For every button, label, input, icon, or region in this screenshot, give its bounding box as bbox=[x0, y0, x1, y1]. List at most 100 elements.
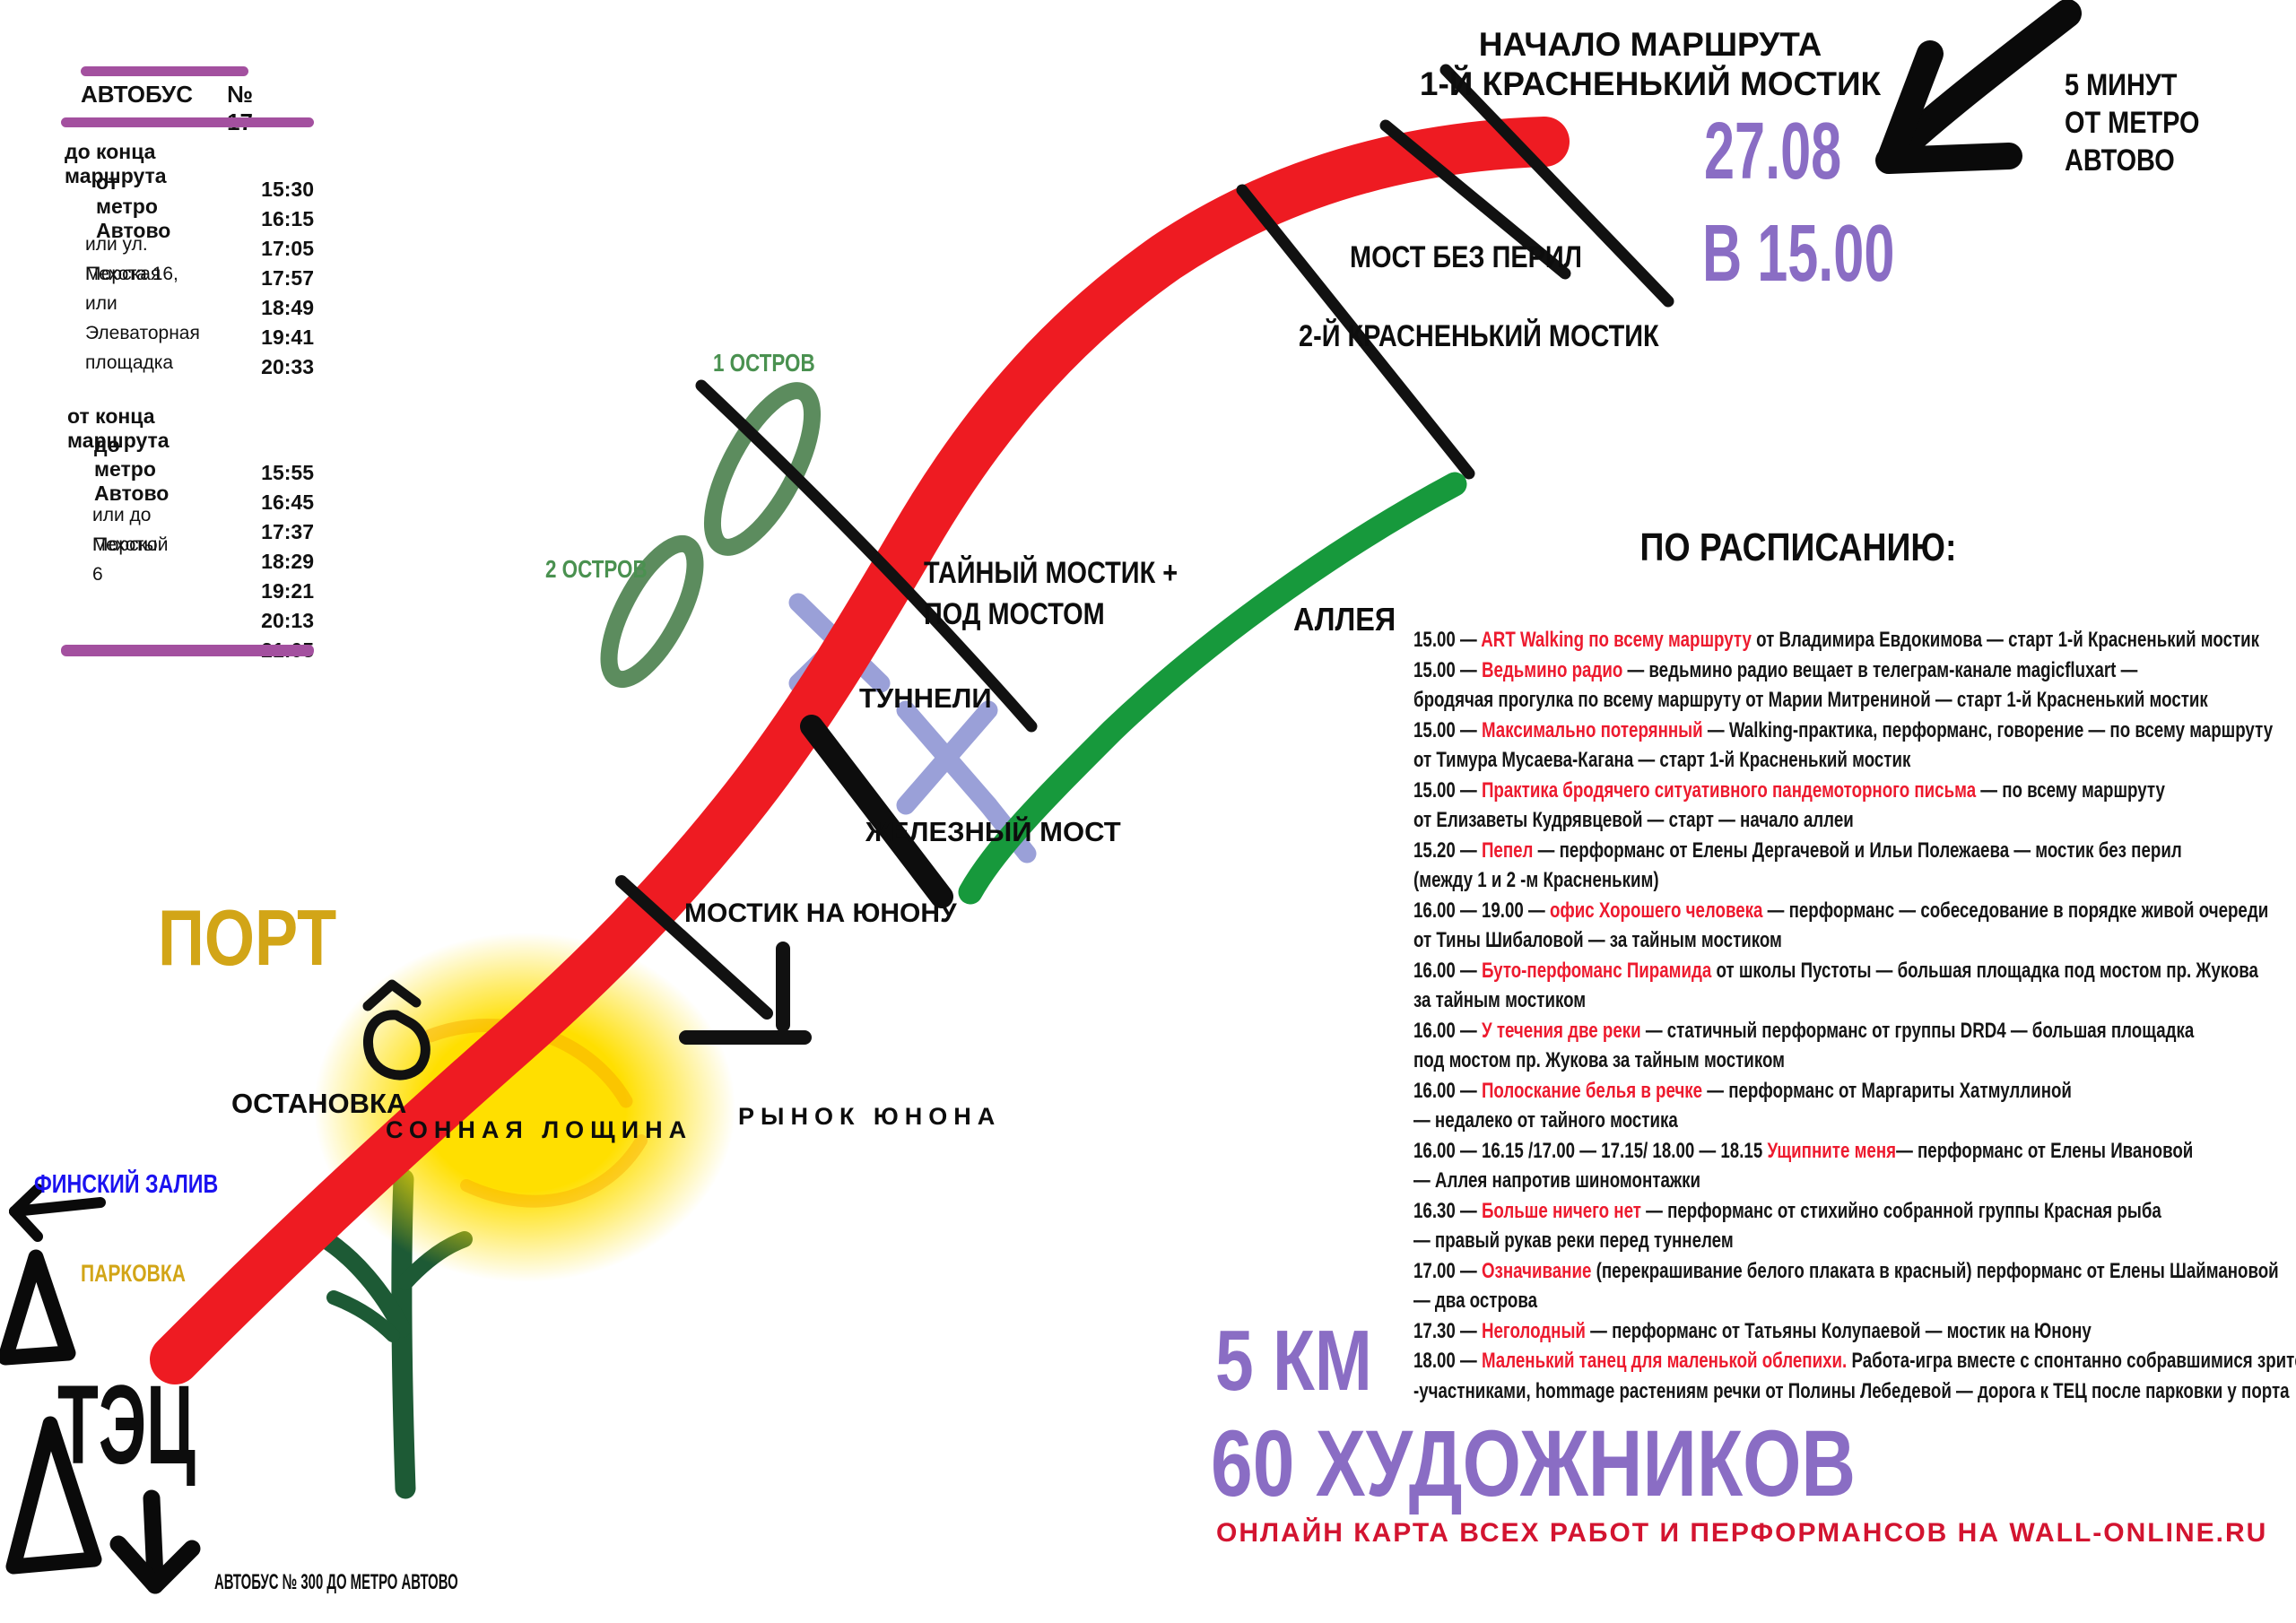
schedule-line: 15.20 — Пепел — перформанс от Елены Дерг… bbox=[1413, 836, 2296, 866]
route-line bbox=[150, 117, 1570, 1384]
bus-stop-label: или ул. Морская bbox=[85, 234, 161, 284]
bus-time: 16:15 bbox=[261, 207, 314, 230]
label-market: РЫНОК ЮНОНА bbox=[738, 1103, 1002, 1130]
event-title: Максимально потерянный bbox=[1481, 717, 1708, 742]
event-time: В 15.00 bbox=[1702, 209, 1895, 299]
schedule-line: 16.00 — Полоскание белья в речке — перфо… bbox=[1413, 1076, 2296, 1107]
schedule-line: 16.00 — 16.15 /17.00 — 17.15/ 18.00 — 18… bbox=[1413, 1136, 2296, 1167]
event-text: под мостом пр. Жукова за тайным мостиком bbox=[1413, 1048, 1785, 1072]
label-port: ПОРТ bbox=[158, 893, 337, 982]
distance-note: 5 КМ bbox=[1215, 1313, 1372, 1409]
event-text: (между 1 и 2 -м Красненьким) bbox=[1413, 868, 1659, 892]
event-text: 15.00 — bbox=[1413, 717, 1482, 742]
label-secret-bridge-line1: ТАЙНЫЙ МОСТИК + bbox=[924, 556, 1178, 590]
label-iron-bridge: ЖЕЛЕЗНЫЙ МОСТ bbox=[865, 816, 1121, 847]
schedule-line: — правый рукав реки перед туннелем bbox=[1413, 1226, 2296, 1256]
label-no-rails-bridge: МОСТ БЕЗ ПЕРИЛ bbox=[1350, 240, 1582, 274]
event-title: У течения две реки bbox=[1481, 1018, 1646, 1043]
event-title: Неголодный bbox=[1481, 1318, 1591, 1343]
label-second-bridge: 2-Й КРАСНЕНЬКИЙ МОСТИК bbox=[1299, 319, 1659, 353]
schedule-heading: ПО РАСПИСАНИЮ: bbox=[1639, 525, 1957, 569]
metro-note: 5 МИНУТ ОТ МЕТРО АВТОВО bbox=[2065, 66, 2200, 179]
label-island1: 1 ОСТРОВ bbox=[713, 349, 815, 377]
bus-title: АВТОБУС № 17 bbox=[81, 81, 253, 136]
event-text: 16.00 — 16.15 /17.00 — 17.15/ 18.00 — 18… bbox=[1413, 1138, 1768, 1163]
event-text: — правый рукав реки перед туннелем bbox=[1413, 1228, 1734, 1253]
event-text: 16.00 — bbox=[1413, 1078, 1482, 1103]
event-text: (перекрашивание белого плаката в красный… bbox=[1596, 1258, 2279, 1283]
bus-time: 17:57 bbox=[261, 266, 314, 290]
event-text: — два острова bbox=[1413, 1289, 1537, 1313]
event-text: 16.00 — 19.00 — bbox=[1413, 898, 1550, 923]
event-text: — Аллея напротив шиномонтажки bbox=[1413, 1168, 1701, 1193]
event-title: ART Walking по всему маршруту bbox=[1481, 628, 1757, 652]
island-ellipses bbox=[600, 382, 822, 689]
event-text: — перформанс от стихийно собранной групп… bbox=[1646, 1198, 2161, 1223]
event-text: 15.00 — bbox=[1413, 657, 1482, 682]
label-bay: ФИНСКИЙ ЗАЛИВ bbox=[34, 1170, 219, 1199]
schedule-line: под мостом пр. Жукова за тайным мостиком bbox=[1413, 1046, 2296, 1076]
event-title: Буто-перфоманс Пирамида bbox=[1481, 958, 1717, 983]
label-bus300: АВТОБУС № 300 ДО МЕТРО АВТОВО bbox=[214, 1570, 458, 1594]
schedule-line: 17.30 — Неголодный — перформанс от Татья… bbox=[1413, 1316, 2296, 1347]
event-text: бродячая прогулка по всему маршруту от М… bbox=[1413, 688, 2208, 712]
bus-stop-label: Пехоты 6 bbox=[92, 534, 158, 585]
market-corner-icon bbox=[679, 942, 812, 1045]
bus-title-word: АВТОБУС bbox=[81, 81, 194, 108]
schedule-line: 15.00 — Практика бродячего ситуативного … bbox=[1413, 776, 2296, 806]
event-text: 17.00 — bbox=[1413, 1258, 1482, 1283]
event-date: 27.08 bbox=[1704, 107, 1842, 196]
event-text: 15.00 — bbox=[1413, 777, 1482, 803]
bus-time: 19:21 bbox=[261, 579, 314, 603]
event-title: Означивание bbox=[1481, 1258, 1596, 1283]
event-title: Пепел bbox=[1481, 838, 1538, 863]
panel-bar-top bbox=[81, 66, 248, 76]
schedule-line: от Тины Шибаловой — за тайным мостиком bbox=[1413, 925, 2296, 956]
event-text: 15.20 — bbox=[1413, 838, 1482, 863]
schedule-line: от Елизаветы Кудрявцевой — старт — начал… bbox=[1413, 805, 2296, 836]
event-text: 16.00 — bbox=[1413, 1018, 1482, 1043]
event-text: — Walking-практика, перформанс, говорени… bbox=[1707, 717, 2274, 742]
bus-time: 15:30 bbox=[261, 178, 314, 201]
schedule-line: за тайным мостиком bbox=[1413, 985, 2296, 1016]
event-title: Полоскание белья в речке bbox=[1481, 1078, 1708, 1103]
schedule-line: -участниками, hommage растениям речки от… bbox=[1413, 1376, 2296, 1407]
road-line bbox=[695, 379, 1038, 733]
schedule-line: 18.00 — Маленький танец для маленькой об… bbox=[1413, 1346, 2296, 1376]
yunona-bridge-slash bbox=[615, 875, 773, 1020]
event-title: Маленький танец для маленькой облепихи. bbox=[1481, 1349, 1852, 1373]
event-text: Работа-игра вместе с спонтанно собравшим… bbox=[1851, 1349, 2296, 1373]
event-text: — недалеко от тайного мостика bbox=[1413, 1108, 1678, 1133]
event-text: от Владимира Евдокимова — старт 1-й Крас… bbox=[1756, 628, 2260, 652]
schedule-line: — два острова bbox=[1413, 1286, 2296, 1316]
event-text: от Елизаветы Кудрявцевой — старт — начал… bbox=[1413, 808, 1854, 832]
event-text: 16.30 — bbox=[1413, 1198, 1482, 1223]
bus-stop-label: площадка bbox=[85, 352, 174, 373]
alley-line bbox=[958, 472, 1467, 905]
sleepy-hollow-glow bbox=[314, 933, 735, 1282]
schedule-line: — недалеко от тайного мостика bbox=[1413, 1106, 2296, 1136]
bus-s1-heading1: до конца маршрута bbox=[65, 140, 167, 187]
bus-time: 19:41 bbox=[261, 325, 314, 349]
event-text: 15.00 — bbox=[1413, 628, 1482, 652]
bus-number: № 17 bbox=[227, 81, 253, 135]
label-sleepy-hollow: СОННАЯ ЛОЩИНА bbox=[386, 1116, 693, 1143]
schedule-line: 15.00 — Ведьмино радио — ведьмино радио … bbox=[1413, 655, 2296, 686]
bus-stop-label: Элеваторная bbox=[85, 323, 200, 343]
event-text: -участниками, hommage растениям речки от… bbox=[1413, 1378, 2290, 1403]
schedule-line: 16.00 — Буто-перфоманс Пирамида от школы… bbox=[1413, 956, 2296, 986]
metro-note-line2: ОТ МЕТРО bbox=[2065, 106, 2200, 140]
bus-s2-heading2: до метро Автово bbox=[94, 433, 170, 505]
label-bus-stop: ОСТАНОВКА bbox=[231, 1088, 407, 1119]
metro-note-line3: АВТОВО bbox=[2065, 143, 2175, 178]
event-title: Практика бродячего ситуативного пандемот… bbox=[1481, 777, 1981, 803]
bus-time: 20:13 bbox=[261, 609, 314, 632]
bay-arrow-icon bbox=[9, 1184, 106, 1242]
route-start-heading: НАЧАЛО МАРШРУТА 1-Й КРАСНЕНЬКИЙ МОСТИК bbox=[1417, 25, 1883, 104]
